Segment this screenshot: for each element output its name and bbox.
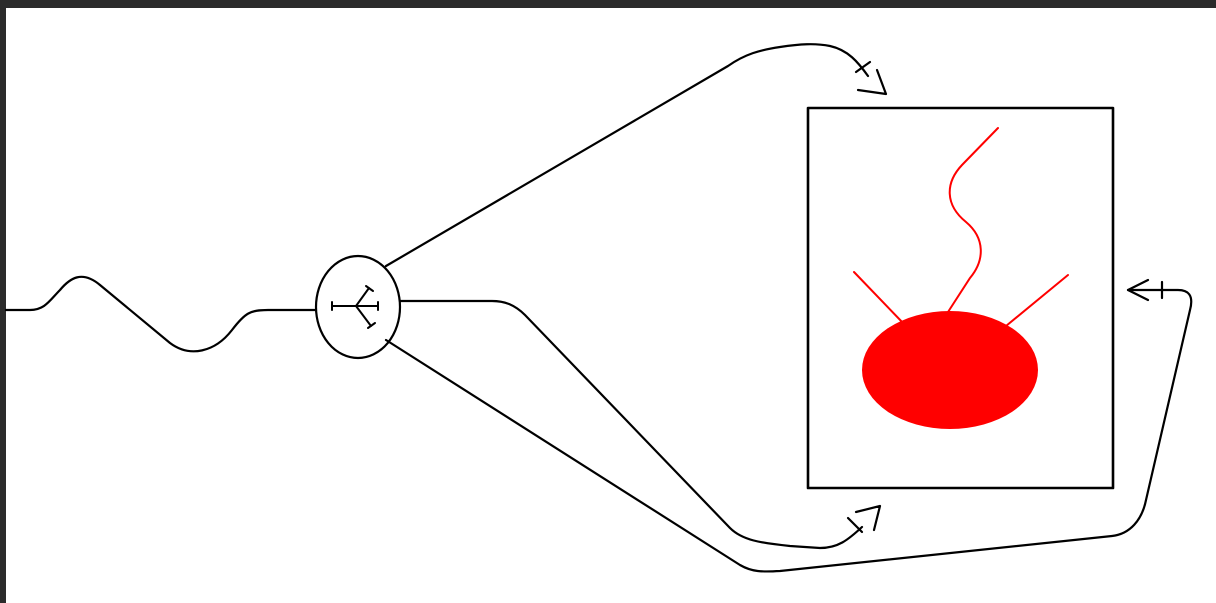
middle-branch-line[interactable] bbox=[398, 299, 864, 550]
lower-branch-line[interactable] bbox=[384, 288, 1193, 573]
window-top-bar bbox=[0, 0, 1216, 8]
upper-arrow-head bbox=[856, 68, 888, 96]
target-box[interactable] bbox=[806, 106, 1115, 490]
splitter-node[interactable] bbox=[314, 254, 402, 360]
upper-branch-line[interactable] bbox=[384, 43, 870, 268]
blob-antenna-wavy bbox=[947, 127, 999, 313]
lower-arrow-crossbar bbox=[846, 516, 864, 534]
blob-antenna-left bbox=[853, 271, 905, 325]
red-blob[interactable] bbox=[853, 127, 1069, 429]
window-left-edge bbox=[0, 0, 6, 603]
right-arrow-head bbox=[1126, 278, 1150, 302]
input-wave-line[interactable] bbox=[4, 275, 318, 353]
blob-antenna-right bbox=[1005, 274, 1069, 327]
lower-arrow-head bbox=[854, 504, 882, 532]
upper-arrow-crossbar bbox=[854, 60, 872, 74]
blob-body bbox=[862, 311, 1038, 429]
fork-icon bbox=[331, 285, 379, 329]
